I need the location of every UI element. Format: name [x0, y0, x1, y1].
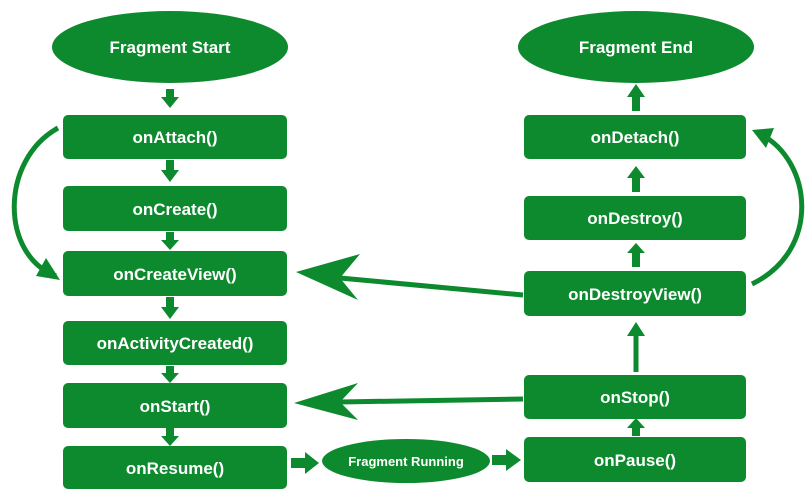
arrow-ondestroyview-to-ondestroy [627, 243, 645, 267]
arrow-onstart-to-onresume [161, 428, 179, 446]
node-fragment-start: Fragment Start [52, 11, 288, 83]
arrow-onpause-to-onstop [627, 418, 645, 436]
onpause-label: onPause() [594, 451, 676, 470]
arrow-onstop-to-ondestroyview [627, 322, 645, 372]
fragment-start-label: Fragment Start [110, 38, 231, 57]
arrow-running-to-onpause [492, 449, 521, 471]
oncreateview-label: onCreateView() [113, 265, 236, 284]
arrow-onstop-to-onstart [294, 383, 524, 420]
onactivitycreated-label: onActivityCreated() [97, 334, 254, 353]
onstop-label: onStop() [600, 388, 670, 407]
ondestroyview-label: onDestroyView() [568, 285, 702, 304]
arrow-onattach-to-oncreate [161, 160, 179, 182]
arrow-oncreateview-to-onactivitycreated [161, 297, 179, 319]
oncreate-label: onCreate() [132, 200, 217, 219]
curved-arrow-ondestroyview-to-ondetach [750, 128, 805, 287]
connectors [11, 84, 805, 474]
node-ondestroy: onDestroy() [524, 196, 746, 240]
node-fragment-end: Fragment End [518, 11, 754, 83]
node-onactivitycreated: onActivityCreated() [63, 321, 287, 365]
node-onstart: onStart() [63, 383, 287, 428]
node-onstop: onStop() [524, 375, 746, 419]
ondestroy-label: onDestroy() [587, 209, 682, 228]
node-onattach: onAttach() [63, 115, 287, 159]
arrow-oncreate-to-oncreateview [161, 232, 179, 250]
node-oncreateview: onCreateView() [63, 251, 287, 296]
arrow-ondetach-to-end [627, 84, 645, 111]
arrow-ondestroyview-to-oncreateview [296, 254, 524, 300]
node-ondestroyview: onDestroyView() [524, 271, 746, 316]
fragment-running-label: Fragment Running [348, 454, 464, 469]
onresume-label: onResume() [126, 459, 224, 478]
node-ondetach: onDetach() [524, 115, 746, 159]
node-oncreate: onCreate() [63, 186, 287, 231]
arrow-start-to-onattach [161, 89, 179, 108]
onstart-label: onStart() [140, 397, 211, 416]
curved-arrow-onattach-to-oncreateview [11, 125, 60, 280]
arrow-onresume-to-running [291, 452, 319, 474]
node-fragment-running: Fragment Running [322, 439, 490, 483]
fragment-end-label: Fragment End [579, 38, 693, 57]
ondetach-label: onDetach() [591, 128, 680, 147]
onattach-label: onAttach() [133, 128, 218, 147]
node-onresume: onResume() [63, 446, 287, 489]
arrow-ondestroy-to-ondetach [627, 166, 645, 192]
arrow-onactivitycreated-to-onstart [161, 366, 179, 383]
node-onpause: onPause() [524, 437, 746, 482]
